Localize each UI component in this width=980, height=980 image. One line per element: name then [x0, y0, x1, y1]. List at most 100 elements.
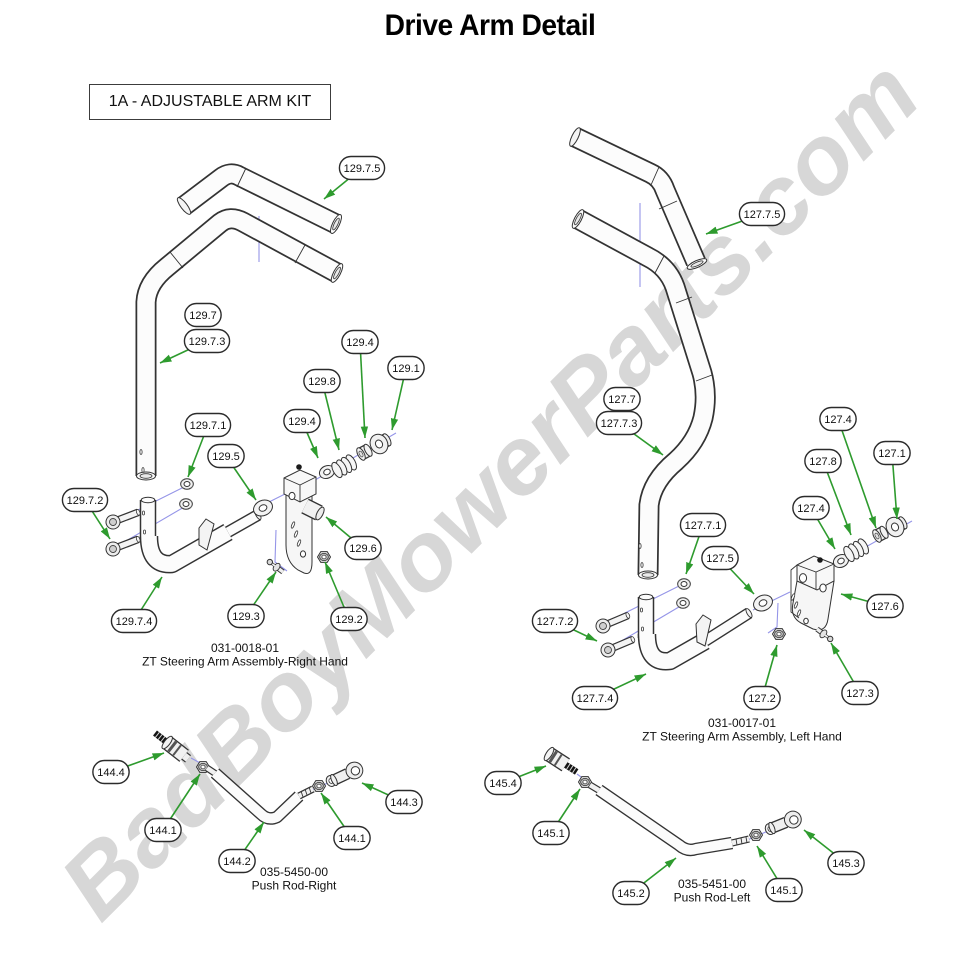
push-rod-left-name: Push Rod-Left [674, 891, 751, 905]
callout-129.4: 129.4 [283, 408, 321, 434]
steering-bracket [790, 555, 835, 631]
callout-129.7.4: 129.7.4 [110, 608, 158, 634]
callout-label: 144.1 [149, 825, 177, 837]
callout-label: 127.7.3 [601, 418, 638, 430]
callout-144.2: 144.2 [218, 848, 256, 874]
rod-end [767, 809, 804, 837]
lock-nut [772, 628, 786, 640]
callout-label: 127.3 [846, 688, 874, 700]
mount-cylinder [637, 593, 655, 638]
callout-label: 129.7.3 [189, 336, 226, 348]
callout-label: 144.4 [97, 767, 125, 779]
callout-129.7.2: 129.7.2 [61, 487, 109, 513]
flange-nut [179, 498, 193, 510]
leader-127.8 [822, 460, 852, 536]
steering-arm-right-part-number: 031-0018-01 [211, 641, 279, 655]
callout-label: 127.7.5 [744, 209, 781, 221]
callout-129.8: 129.8 [303, 368, 341, 394]
callout-label: 129.7.5 [344, 163, 381, 175]
callout-label: 129.8 [308, 376, 336, 388]
callout-127.3: 127.3 [841, 680, 879, 706]
callout-127.7.3: 127.7.3 [595, 410, 643, 436]
callout-label: 127.4 [797, 503, 825, 515]
callout-129.6: 129.6 [344, 535, 382, 561]
callout-label: 145.1 [537, 828, 565, 840]
steering-bracket [283, 464, 325, 574]
push-rod-left-part-number: 035-5451-00 [678, 877, 746, 891]
callout-127.5: 127.5 [701, 545, 739, 571]
bolt [599, 632, 637, 659]
callout-129.5: 129.5 [207, 443, 245, 469]
callout-label: 129.7.2 [67, 495, 104, 507]
callout-145.1: 145.1 [532, 820, 570, 846]
callout-label: 145.2 [617, 888, 645, 900]
callout-127.7.4: 127.7.4 [571, 685, 619, 711]
push-rod-right-drawing [150, 727, 365, 825]
elbow-tube [637, 607, 753, 671]
callout-label: 127.4 [824, 414, 852, 426]
callout-129.7.5: 129.7.5 [338, 155, 386, 181]
lock-nut [317, 551, 331, 563]
jam-nut [312, 780, 326, 792]
callout-127.6: 127.6 [866, 593, 904, 619]
callout-127.8: 127.8 [804, 448, 842, 474]
callout-127.7.2: 127.7.2 [531, 608, 579, 634]
callout-127.7: 127.7 [603, 386, 641, 412]
main-tube [135, 208, 344, 481]
callout-127.7.1: 127.7.1 [679, 512, 727, 538]
callout-label: 129.7.1 [190, 420, 227, 432]
callout-144.1: 144.1 [333, 825, 371, 851]
grip-tube [569, 127, 708, 270]
callout-label: 144.3 [390, 797, 418, 809]
callout-label: 145.4 [489, 778, 517, 790]
callout-label: 129.6 [349, 543, 377, 555]
callout-127.7.5: 127.7.5 [738, 201, 786, 227]
callout-129.2: 129.2 [330, 606, 368, 632]
push-rod-right-part-number: 035-5450-00 [260, 865, 328, 879]
callout-145.2: 145.2 [612, 880, 650, 906]
callout-label: 129.7 [189, 310, 217, 322]
callout-145.4: 145.4 [484, 770, 522, 796]
grip-tube [176, 163, 342, 234]
callout-129.7.3: 129.7.3 [183, 328, 231, 354]
leader-127.4 [837, 418, 877, 529]
callout-label: 127.7 [608, 394, 636, 406]
callout-label: 145.1 [770, 885, 798, 897]
callout-label: 144.1 [338, 833, 366, 845]
callout-label: 129.1 [392, 363, 420, 375]
callout-label: 129.2 [335, 614, 363, 626]
rod-end [328, 759, 365, 788]
callout-129.3: 129.3 [227, 603, 265, 629]
callout-144.4: 144.4 [92, 759, 130, 785]
jam-nut [749, 829, 763, 841]
flange-nut [676, 597, 690, 609]
main-tube [571, 209, 716, 580]
mount-cylinder [139, 496, 157, 541]
callout-label: 144.2 [223, 856, 251, 868]
rod [205, 765, 315, 825]
callout-129.1: 129.1 [387, 355, 425, 381]
watermark-text: BadBoyMowerParts.com [40, 40, 939, 939]
callout-label: 129.4 [346, 337, 374, 349]
bolt [594, 608, 632, 635]
callout-129.4: 129.4 [341, 329, 379, 355]
callout-label: 129.5 [212, 451, 240, 463]
flange-nut [180, 478, 194, 490]
callout-label: 129.7.4 [116, 616, 153, 628]
callout-bubbles: 129.7.5 129.7 129.7.3 129.4 129.8 129.1 129.4 1… [61, 155, 911, 906]
callout-label: 127.6 [871, 601, 899, 613]
callout-label: 127.7.2 [537, 616, 574, 628]
callout-label: 127.1 [878, 448, 906, 460]
steering-arm-left-name: ZT Steering Arm Assembly, Left Hand [642, 730, 842, 744]
callout-127.4: 127.4 [819, 406, 857, 432]
callout-label: 127.7.1 [685, 520, 722, 532]
callout-129.7: 129.7 [184, 302, 222, 328]
callout-127.4: 127.4 [792, 495, 830, 521]
page-title: Drive Arm Detail [384, 9, 596, 42]
steering-arm-left-drawing [569, 127, 911, 671]
callout-145.1: 145.1 [765, 877, 803, 903]
steering-arm-right-name: ZT Steering Arm Assembly-Right Hand [142, 655, 348, 669]
